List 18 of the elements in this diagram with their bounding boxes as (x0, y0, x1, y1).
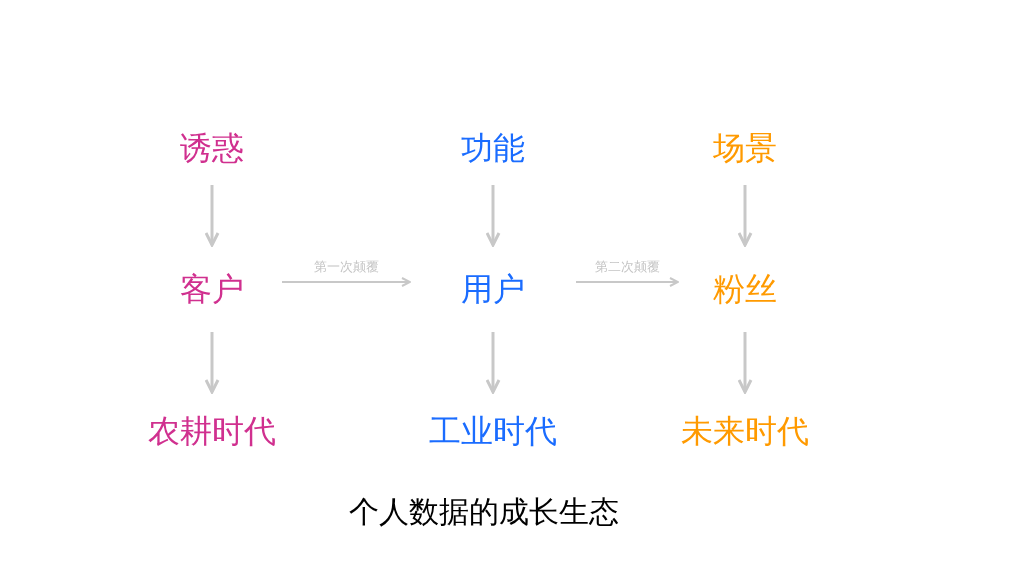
node-label: 粉丝 (713, 272, 777, 305)
node-label: 诱惑 (180, 131, 244, 164)
arrow (485, 185, 501, 247)
node-label: 客户 (180, 272, 244, 305)
arrow (204, 185, 220, 247)
node-label: 工业时代 (429, 415, 557, 447)
node-label: 功能 (461, 131, 525, 164)
node-label: 农耕时代 (148, 415, 276, 447)
node-label: 未来时代 (681, 415, 809, 447)
node-label: 用户 (461, 272, 525, 305)
arrow (737, 332, 753, 394)
arrow (281, 277, 411, 287)
caption: 个人数据的成长生态 (349, 497, 619, 527)
arrow (575, 277, 679, 287)
node-label: 场景 (713, 131, 777, 164)
arrow (737, 185, 753, 247)
arrow (485, 332, 501, 394)
arrow (204, 332, 220, 394)
